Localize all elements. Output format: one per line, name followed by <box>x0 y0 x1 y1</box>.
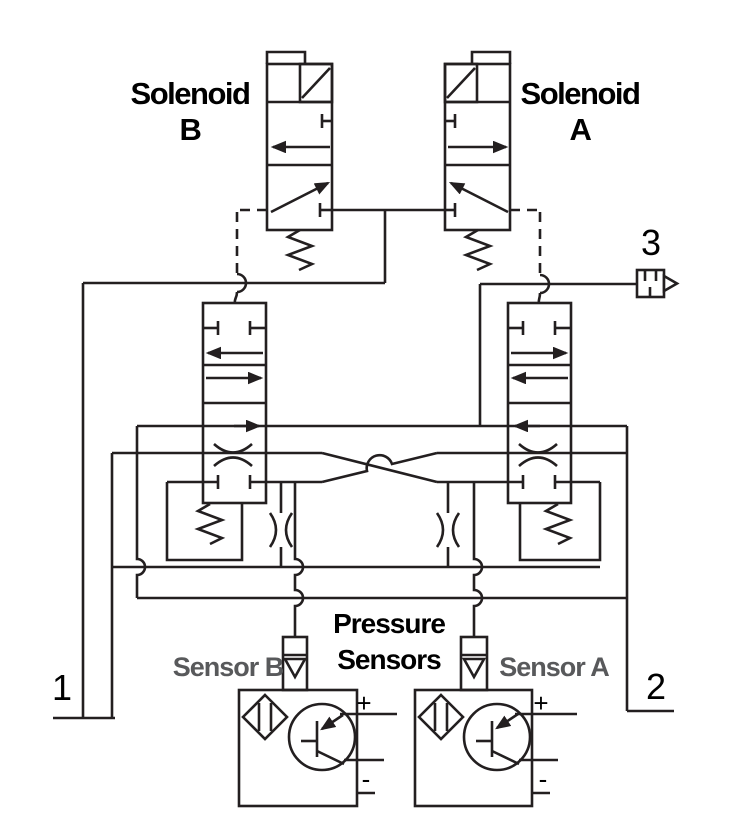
spring-return-icon <box>462 228 494 272</box>
spring-box-a <box>518 482 602 562</box>
spring-box-b <box>165 482 244 562</box>
solenoid-coil-icon <box>298 62 334 104</box>
sensor-b-plus-terminal: + <box>356 688 371 718</box>
solenoid-a-label-line1: Solenoid <box>521 76 640 111</box>
sensor-a-label: Sensor A <box>499 652 609 682</box>
restrictor-drop-b <box>268 482 294 567</box>
pilot-signal-b <box>235 208 267 274</box>
solenoid-coil-icon <box>443 62 479 104</box>
pilot-plumbing <box>53 208 637 720</box>
labels: Solenoid B Solenoid A 3 1 2 Pressure Sen… <box>52 76 666 794</box>
solenoid-a-label-line2: A <box>570 112 592 147</box>
cross-line-down <box>321 451 438 484</box>
port-2-label: 2 <box>646 666 666 707</box>
spring-return-icon <box>284 228 316 272</box>
sensor-a-minus-terminal: - <box>539 764 548 794</box>
pilot-valve-a <box>506 301 573 505</box>
spring-return-icon <box>194 502 226 546</box>
flow-restrictor-icon <box>268 512 294 548</box>
pilot-valve-b <box>201 301 268 505</box>
sensor-b-minus-terminal: - <box>362 764 371 794</box>
interconnect-lines <box>110 426 674 718</box>
pilot-signal-a <box>510 208 542 275</box>
pressure-sensors-title-line2: Sensors <box>337 644 441 675</box>
pressure-sensors-title-line1: Pressure <box>333 608 445 639</box>
sensor-body <box>413 688 534 808</box>
pressure-sensor-a <box>413 635 577 808</box>
pressure-switch-diamond-icon <box>417 693 465 741</box>
valve-tab <box>470 50 512 64</box>
solenoid-b-label-line2: B <box>180 112 201 147</box>
solenoid-b-label-line1: Solenoid <box>131 76 250 111</box>
exhaust-muffler-icon <box>635 268 680 299</box>
transistor-output-icon <box>287 702 357 772</box>
valve-tab <box>265 50 307 64</box>
pressure-switch-diamond-icon <box>241 693 289 741</box>
sensor-b-line <box>293 482 305 637</box>
pressure-sensor-b <box>237 635 397 808</box>
spring-return-icon <box>542 502 574 546</box>
sensor-a-line <box>472 482 484 637</box>
sensor-a-plus-terminal: + <box>533 688 548 718</box>
solenoid-valve-b <box>265 50 334 272</box>
flow-restrictor-icon <box>435 512 461 548</box>
restrictor-drop-a <box>435 482 461 567</box>
flow-restrictor-icon <box>518 443 558 467</box>
sensor-connector <box>459 635 489 692</box>
solenoid-valve-a <box>443 50 512 272</box>
flow-restrictor-icon <box>213 443 253 467</box>
cross-line-up <box>321 451 438 484</box>
sensor-b-label: Sensor B <box>173 652 284 682</box>
transistor-output-icon <box>462 702 532 772</box>
port-3-label: 3 <box>641 222 661 263</box>
sensor-body <box>237 688 359 808</box>
port-1-label: 1 <box>52 667 72 708</box>
